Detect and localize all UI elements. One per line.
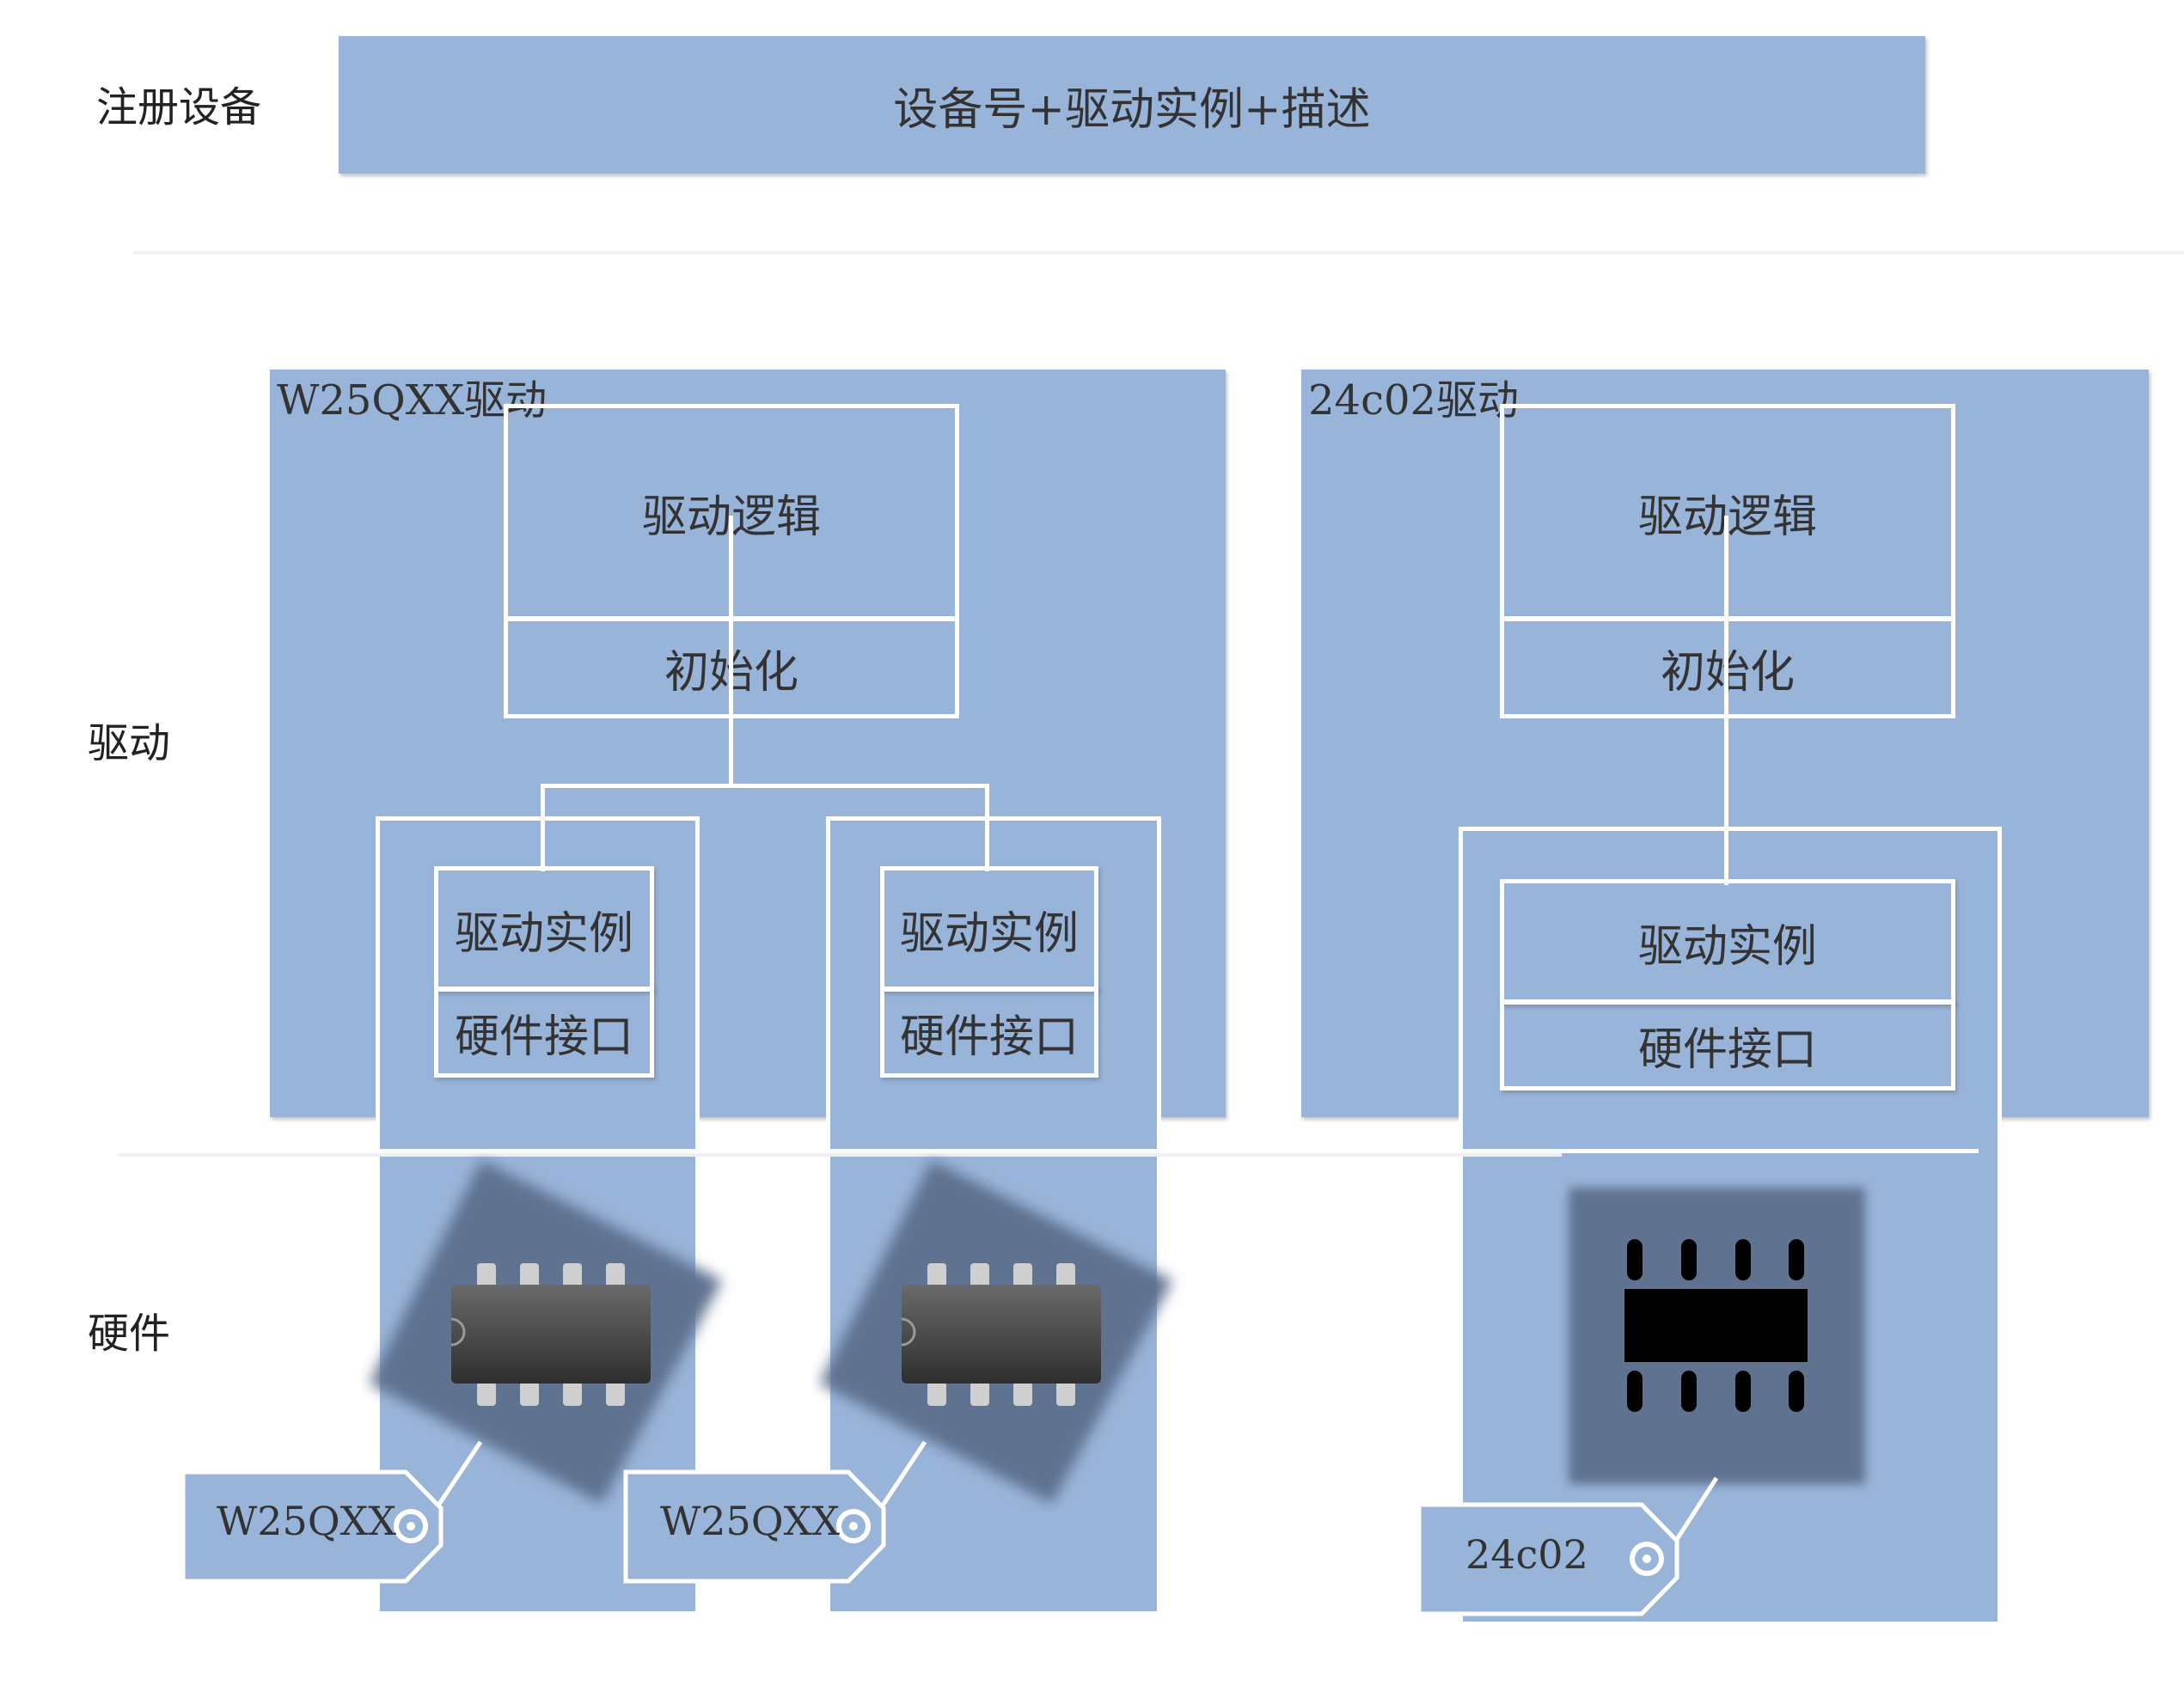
register-device-text: 设备号+驱动实例+描述 — [893, 83, 1371, 136]
chip-icon-w25qxx-2 — [820, 1160, 1172, 1504]
driver-instance-label: 驱动实例 — [454, 907, 633, 960]
register-device-bar: 设备号+驱动实例+描述 — [339, 36, 1925, 174]
divider-top — [133, 251, 2184, 254]
device-tag-label: W25QXX — [217, 1498, 397, 1544]
driver-title-w25qxx: W25QXX驱动 — [277, 376, 548, 425]
connector-right-w25qxx — [985, 784, 989, 871]
driver-title-24c02: 24c02驱动 — [1308, 376, 1520, 425]
hardware-interface-label: 硬件接口 — [1637, 1023, 1817, 1076]
device-tag-w25qxx-2 — [623, 1469, 886, 1584]
hardware-interface-box: 硬件接口 — [434, 987, 654, 1078]
hardware-interface-box: 硬件接口 — [880, 987, 1098, 1078]
driver-instance-box: 驱动实例 — [434, 866, 654, 992]
chip-icon-w25qxx-1 — [370, 1160, 722, 1504]
column-divider-2 — [826, 1149, 1161, 1153]
column-divider-1 — [376, 1149, 700, 1153]
connector-trunk-24c02 — [1724, 516, 1728, 885]
device-tag-w25qxx-1 — [180, 1469, 444, 1584]
device-tag-label: 24c02 — [1465, 1531, 1588, 1578]
row-label-driver: 驱动 — [88, 719, 171, 767]
chip-icon-24c02 — [1569, 1188, 1865, 1484]
hardware-interface-label: 硬件接口 — [899, 1011, 1079, 1063]
connector-left-w25qxx — [541, 784, 545, 871]
driver-instance-label: 驱动实例 — [1637, 920, 1817, 973]
divider-driver-hardware — [118, 1153, 1562, 1157]
connector-split-w25qxx — [541, 784, 989, 788]
connector-trunk-w25qxx — [729, 516, 733, 786]
hardware-interface-box: 硬件接口 — [1500, 999, 1955, 1090]
row-label-register: 注册设备 — [96, 83, 262, 131]
driver-instance-label: 驱动实例 — [899, 907, 1079, 960]
hardware-interface-label: 硬件接口 — [454, 1011, 633, 1063]
divider-right-segment — [1459, 1149, 1979, 1153]
row-label-hardware: 硬件 — [88, 1310, 171, 1358]
device-tag-24c02 — [1416, 1502, 1679, 1616]
device-tag-label: W25QXX — [660, 1498, 841, 1544]
